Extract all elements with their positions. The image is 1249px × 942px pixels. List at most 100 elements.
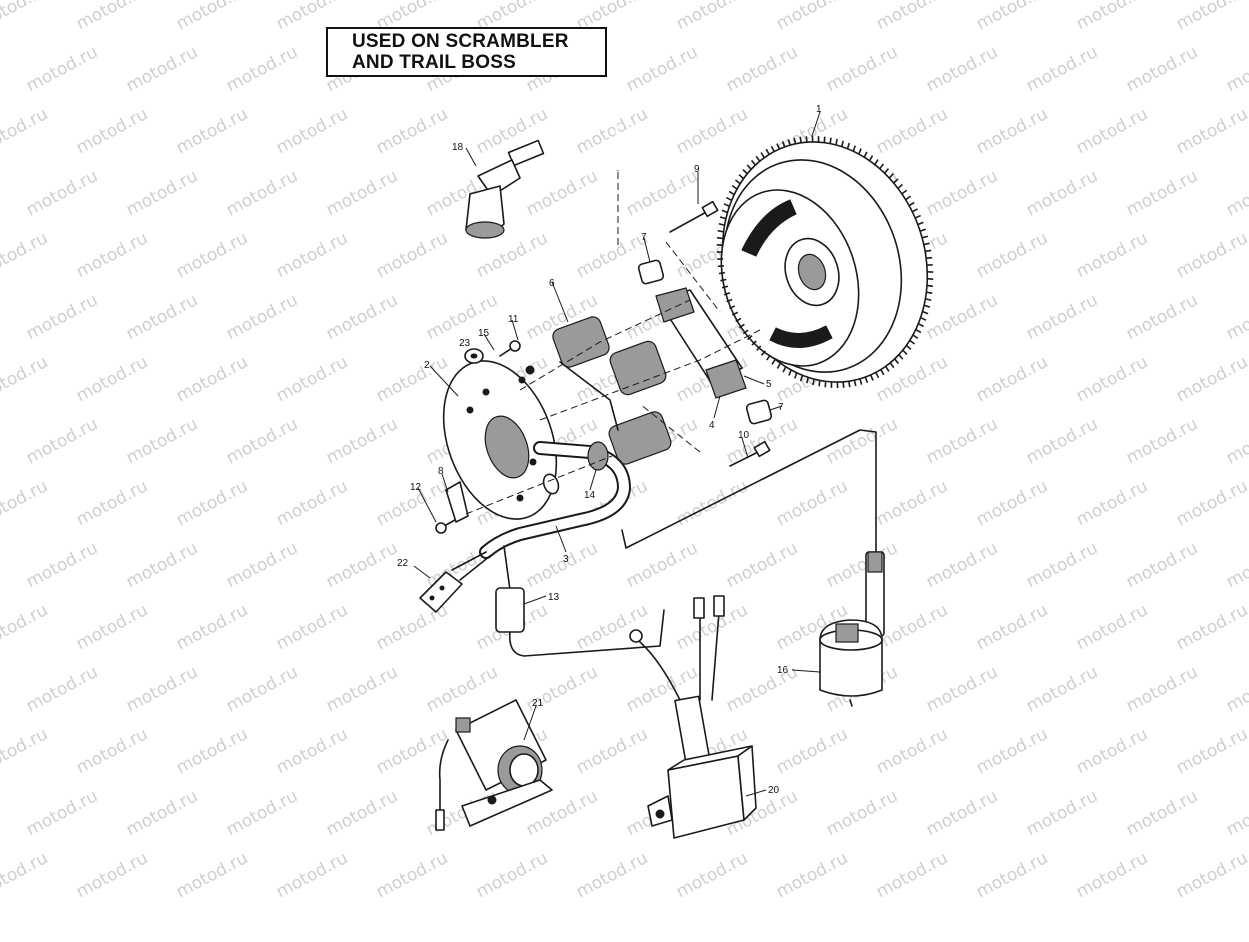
watermark-text: motod.ru xyxy=(673,104,751,158)
gear-tooth xyxy=(895,359,899,364)
watermark-text: motod.ru xyxy=(1023,662,1101,716)
watermark-text: motod.ru xyxy=(323,786,401,840)
watermark-text: motod.ru xyxy=(123,290,201,344)
gear-tooth xyxy=(875,160,878,165)
watermark-text: motod.ru xyxy=(173,600,251,654)
watermark-text: motod.ru xyxy=(923,662,1001,716)
watermark-text: motod.ru xyxy=(0,600,51,654)
watermark-text: motod.ru xyxy=(1073,0,1151,34)
watermark-text: motod.ru xyxy=(1123,414,1201,468)
watermark-text: motod.ru xyxy=(273,352,351,406)
callout-20: 20 xyxy=(768,785,780,796)
watermark-text: motod.ru xyxy=(673,476,751,530)
watermark-text: motod.ru xyxy=(1173,724,1249,778)
gear-tooth xyxy=(864,152,867,157)
watermark-text: motod.ru xyxy=(23,42,101,96)
watermark-text: motod.ru xyxy=(1023,290,1101,344)
watermark-text: motod.ru xyxy=(1223,662,1249,716)
gear-tooth xyxy=(909,203,914,206)
watermark-text: motod.ru xyxy=(1173,228,1249,282)
gear-tooth xyxy=(918,324,923,327)
watermark-text: motod.ru xyxy=(773,724,851,778)
watermark-text: motod.ru xyxy=(973,476,1051,530)
watermark-text: motod.ru xyxy=(23,290,101,344)
watermark-text: motod.ru xyxy=(573,600,651,654)
watermark-text: motod.ru xyxy=(873,848,951,902)
watermark-text: motod.ru xyxy=(1073,228,1151,282)
watermark-text: motod.ru xyxy=(73,0,151,34)
watermark-text: motod.ru xyxy=(1173,104,1249,158)
watermark-text: motod.ru xyxy=(373,104,451,158)
stator-plate-drawing xyxy=(423,345,577,535)
gear-tooth xyxy=(806,136,807,142)
watermark-text: motod.ru xyxy=(1173,848,1249,902)
watermark-text: motod.ru xyxy=(873,724,951,778)
gear-tooth xyxy=(925,250,931,251)
watermark-text: motod.ru xyxy=(173,0,251,34)
watermark-text: motod.ru xyxy=(223,42,301,96)
gear-tooth xyxy=(918,222,924,224)
gear-tooth xyxy=(720,217,726,219)
watermark-text: motod.ru xyxy=(923,414,1001,468)
watermark-text: motod.ru xyxy=(1223,538,1249,592)
watermark-text: motod.ru xyxy=(1223,786,1249,840)
watermark-text: motod.ru xyxy=(773,0,851,34)
gear-tooth xyxy=(813,379,814,385)
watermark-text: motod.ru xyxy=(973,600,1051,654)
watermark-text: motod.ru xyxy=(223,538,301,592)
watermark-text: motod.ru xyxy=(173,352,251,406)
watermark-text: motod.ru xyxy=(223,290,301,344)
gear-tooth xyxy=(819,380,820,386)
watermark-text: motod.ru xyxy=(973,848,1051,902)
gear-tooth xyxy=(876,372,879,377)
watermark-text: motod.ru xyxy=(0,228,51,282)
gear-tooth xyxy=(747,165,751,169)
watermark-text: motod.ru xyxy=(373,848,451,902)
watermark-text: motod.ru xyxy=(273,724,351,778)
watermark-text: motod.ru xyxy=(473,848,551,902)
watermark-text: motod.ru xyxy=(323,538,401,592)
watermark-text: motod.ru xyxy=(223,414,301,468)
watermark-text: motod.ru xyxy=(23,166,101,220)
watermark-text: motod.ru xyxy=(23,662,101,716)
gear-tooth xyxy=(739,175,744,179)
watermark-text: motod.ru xyxy=(0,476,51,530)
watermark-text: motod.ru xyxy=(723,42,801,96)
gear-tooth xyxy=(881,370,884,375)
watermark-text: motod.ru xyxy=(73,724,151,778)
watermark-text: motod.ru xyxy=(73,104,151,158)
watermark-text: motod.ru xyxy=(1023,414,1101,468)
callout-10: 10 xyxy=(738,430,750,441)
watermark-text: motod.ru xyxy=(923,166,1001,220)
gear-tooth xyxy=(766,149,769,154)
watermark-text: motod.ru xyxy=(1073,600,1151,654)
watermark-text: motod.ru xyxy=(73,228,151,282)
watermark-text: motod.ru xyxy=(1023,166,1101,220)
watermark-text: motod.ru xyxy=(1023,42,1101,96)
watermark-text: motod.ru xyxy=(173,848,251,902)
gear-tooth xyxy=(913,335,918,338)
gear-tooth xyxy=(718,231,724,232)
gear-tooth xyxy=(927,285,933,286)
watermark-text: motod.ru xyxy=(1173,0,1249,34)
watermark-text: motod.ru xyxy=(823,786,901,840)
callout-1: 1 xyxy=(816,104,822,115)
gear-tooth xyxy=(735,180,740,184)
watermark-text: motod.ru xyxy=(973,228,1051,282)
gear-tooth xyxy=(772,146,775,151)
watermark-text: motod.ru xyxy=(1173,352,1249,406)
gear-tooth xyxy=(848,143,850,149)
callout-13: 13 xyxy=(548,592,560,603)
watermark-text: motod.ru xyxy=(623,166,701,220)
watermark-text: motod.ru xyxy=(323,290,401,344)
watermark-text: motod.ru xyxy=(1073,104,1151,158)
watermark-text: motod.ru xyxy=(673,848,751,902)
applicability-note-line-2: AND TRAIL BOSS xyxy=(352,52,516,74)
watermark-text: motod.ru xyxy=(123,786,201,840)
watermark-text: motod.ru xyxy=(123,414,201,468)
watermark-text: motod.ru xyxy=(573,104,651,158)
watermark-text: motod.ru xyxy=(723,538,801,592)
gear-tooth xyxy=(920,229,926,231)
gear-tooth xyxy=(718,266,724,267)
gear-tooth xyxy=(717,238,723,239)
